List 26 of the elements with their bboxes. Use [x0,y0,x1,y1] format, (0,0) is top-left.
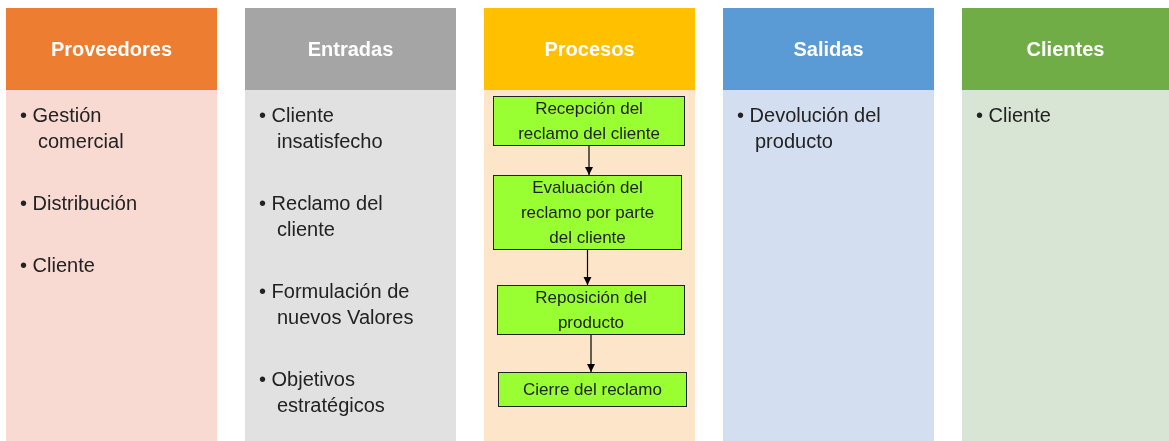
process-box: Recepción del reclamo del cliente [493,96,685,146]
column-title: Clientes [1026,37,1105,61]
process-box: Reposición del producto [497,285,685,335]
bullet-item: • Reclamo del cliente [259,191,384,242]
bullet-item: • Cliente [20,253,96,278]
column-title: Entradas [307,37,394,61]
arrow [584,145,594,176]
bullet-item: • Distribución [20,191,139,216]
column-title: Salidas [793,37,864,61]
column-panel [962,8,1169,441]
column-title: Proveedores [50,37,173,61]
column-panel [484,8,695,441]
arrow [583,249,592,286]
bullet-item: • Cliente [976,103,1052,128]
column-panel [245,8,456,441]
column-panel [723,8,934,441]
bullet-item: • Cliente insatisfecho [259,103,384,154]
bullet-item: • Gestión comercial [20,103,125,154]
process-box: Evaluación del reclamo por parte del cliente [493,175,682,250]
bullet-item: • Devolución del producto [737,103,882,154]
bullet-item: • Formulación de nuevos Valores [259,279,415,330]
bullet-item: • Objetivos estratégicos [259,367,386,418]
arrow [586,334,596,373]
column-panel [6,8,217,441]
column-title: Procesos [544,37,635,61]
process-box: Cierre del reclamo [498,372,687,407]
